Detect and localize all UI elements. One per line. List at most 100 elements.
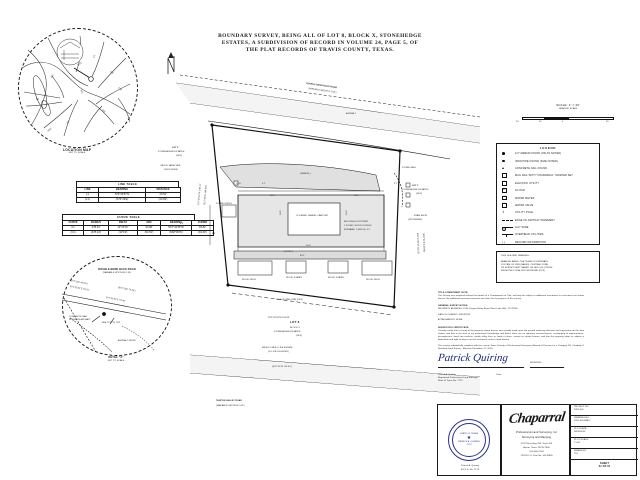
lot-right-owner: RYAN IRION: [414, 215, 428, 217]
svg-text:SITE: SITE: [77, 61, 83, 67]
lot-left-doc: (2023-24368): [164, 169, 178, 171]
legend-item-rebar: 1/2" REBAR FOUND (OR AS NOTED): [497, 150, 599, 157]
north-arrow: [160, 50, 182, 81]
table-row: (C1) (478.44') (11°19') (94.54') (N68°06…: [62, 229, 214, 236]
dim-24-0-a: 24.0': [346, 210, 348, 215]
graphic-scale-label: GRAPHIC SCALE: [558, 107, 578, 110]
stone-wall-label: STONE WALL: [402, 167, 417, 169]
legend-label-utility-pole: UTILITY POLE: [515, 211, 534, 215]
table-header-row: CURVE RADIUS DELTA ARC BEARING CHORD: [62, 219, 214, 226]
plan-drawing: DOUBLE BEND BACK ROAD (VARIABLE WIDTH R.…: [150, 55, 480, 415]
attachments-row: ATTACHMENTS: NONE: [438, 319, 584, 322]
grid-note-panel: THIS IS A GRID DRAWING. BEARING BASIS: T…: [496, 251, 600, 283]
detail-a-caption-sub: NOT TO SCALE: [107, 360, 125, 362]
svg-text:DR: DR: [101, 109, 106, 114]
legend-item-electric: ELECTRIC UTILITY: [497, 180, 599, 187]
legend-title: LEGEND: [539, 146, 557, 150]
grid-note-line-1: THIS IS A GRID DRAWING.: [501, 255, 530, 257]
road-bottom-sublabel: (VARIABLE WIDTH R.O.W.): [216, 405, 245, 407]
legend-item-overhead-utilities: OVERHEAD UTILITIES: [497, 231, 599, 238]
triangle-icon: [502, 167, 515, 170]
legend-panel: LEGEND 1/2" REBAR FOUND (OR AS NOTED) IR…: [496, 143, 600, 245]
dim-9-3: 9.3': [212, 233, 216, 235]
field-sheet: SHEET 01 OF 01: [571, 460, 638, 477]
surveyor-title: Registered Professional Land Surveyor: [438, 376, 478, 379]
dim-24-5: 24.5': [280, 210, 282, 215]
svg-text:CIR: CIR: [117, 87, 122, 92]
location-map-sublabel: NOT TO SCALE: [68, 152, 86, 155]
seal-caption-2: R.P.L.S. No. 7173: [460, 469, 480, 472]
detail-asphalt-label: ASPHALT DRIVE: [118, 340, 136, 342]
curve-table-grid: CURVE RADIUS DELTA ARC BEARING CHORD C1 …: [62, 219, 214, 236]
location-map: SITE RD LN DR DR RD LK TRL CIR WAY LOCAT…: [18, 28, 138, 154]
property-address-row: PROPERTY ADDRESS: 1204 Yaupon Valley Roa…: [438, 308, 584, 311]
field-project-no: PROJECT NO. 2281-001: [571, 405, 638, 416]
lot-main-label: LOT 8: [290, 320, 300, 324]
legend-item-record-info: ( ) RECORD INFORMATION: [497, 239, 599, 246]
lot-main-vol: (24/5): [296, 335, 303, 337]
certificate-heading: SURVEYOR'S CERTIFICATE:: [438, 327, 470, 330]
curve-table-r1c0: (C1): [62, 229, 84, 236]
sheet-value: 01 OF 01: [598, 465, 611, 469]
legend-label-iron-pipe: IRON PIPE FOUND (SIZE NOTED): [515, 159, 558, 163]
east-bearing-record: (N17°24'E 148.00'): [422, 233, 425, 253]
legend-item-iron-pipe: IRON PIPE FOUND (SIZE NOTED): [497, 157, 599, 164]
legend-item-utility-pole: ⚘ UTILITY POLE: [497, 209, 599, 216]
svg-text:RD: RD: [66, 120, 70, 125]
electric-box-icon: [502, 180, 515, 186]
road-bottom-label: TAUPON VALLEY ROAD: [216, 400, 243, 402]
line-table-grid: LINE BEARING DISTANCE L1 S73°43'57"E 20.…: [76, 186, 181, 203]
curve-table-r1c5: (94.39'): [191, 229, 214, 236]
line-table: LINE TABLE LINE BEARING DISTANCE L1 S73°…: [76, 181, 181, 203]
dim-33-0: 33.0': [270, 195, 275, 197]
legend-label-water-meter: WATER METER: [515, 196, 535, 200]
field-drawing-no-label: DRAWING NO.: [574, 417, 590, 419]
scale-bar: [522, 117, 614, 120]
legend-label-mag-nail: MAG NAIL WITH "CHAPARRAL" WASHER SET: [515, 174, 573, 178]
seal-number: 7173: [466, 444, 472, 446]
line-table-r1c2: (20.69'): [145, 196, 181, 203]
company-firm: T.B.P.E.L.S. Firm No. 10134905: [520, 455, 553, 457]
svg-text:RD: RD: [50, 74, 54, 79]
svg-text:WAY: WAY: [47, 127, 53, 133]
wood-stairs-label-1: WOOD STAIRS: [286, 277, 302, 279]
graphic-scale: SCALE: 1" = 20' GRAPHIC SCALE 20 10 0 20: [508, 103, 628, 123]
curve-table-caption: CURVE TABLE: [62, 214, 195, 220]
field-plot-scale: PLOT SCALE: 1"=20': [571, 438, 638, 449]
legend-label-water-valve: WATER VALVE: [515, 203, 534, 207]
legend-label-electric: ELECTRIC UTILITY: [515, 181, 540, 185]
legend-item-asphalt-edge: EDGE OF ASPHALT PAVEMENT: [497, 217, 599, 224]
line-table-r1c0: (L1): [76, 196, 99, 203]
scale-text: SCALE: 1" = 20': [556, 103, 580, 107]
svg-text:LN: LN: [92, 54, 96, 58]
title-line-1: BOUNDARY SURVEY, BEING ALL OF LOT 8, BLO…: [218, 33, 422, 39]
attachments-label: ATTACHMENTS:: [438, 319, 456, 322]
detail-a-inset: DOUBLE BEND BACK ROAD (VARIABLE WIDTH R.…: [62, 256, 174, 362]
building-note-2: 1 STORY, WOOD DUPLEX: [344, 225, 372, 227]
legend-item-mag-nail: MAG NAIL WITH "CHAPARRAL" WASHER SET: [497, 172, 599, 179]
detail-a-caption: DETAIL "A": [108, 356, 124, 359]
grid-note-line-5: FROM THE LOCAL RTK NETWORK (PPS): [501, 269, 545, 272]
lot-left-owner: CALLIE JANSCHKE: [160, 165, 181, 167]
scale-tick-3: 20: [606, 121, 609, 123]
surveyor-name-row: Patrick A. Quiring Date: [438, 374, 584, 377]
legend-item-water-meter: WATER METER: [497, 194, 599, 201]
lot-left-label: LOT 9: [172, 147, 179, 149]
surveyor-name: Patrick A. Quiring: [438, 373, 456, 376]
scale-tick-1: 10: [539, 121, 542, 123]
seal-caption-1: Patrick A. Quiring: [461, 465, 479, 468]
dim-24-0-b: 24.0': [306, 245, 311, 247]
general-notes-heading: GENERAL SURVEY NOTES:: [438, 304, 469, 307]
wood-stairs-label-2: WOOD STAIRS: [328, 277, 344, 279]
company-cell: Chaparral Professional Land Surveying, I…: [501, 404, 570, 476]
scale-tick-2: 0: [562, 121, 564, 123]
company-logo: Chaparral: [507, 410, 566, 427]
line-table-caption: LINE TABLE: [76, 181, 179, 187]
legend-item-ac-pad: AC PAD: [497, 187, 599, 194]
signature-area: Patrick Quiring 08/30/2025: [437, 352, 584, 374]
overhead-utility-icon: [502, 234, 515, 238]
parenthesis-icon: ( ): [502, 240, 506, 244]
page-title: BOUNDARY SURVEY, BEING ALL OF LOT 8, BLO…: [170, 33, 470, 55]
building-note-1: BUILDING FOOTPRINT: [344, 221, 369, 223]
title-line-2: ESTATES, A SUBDIVISION OF RECORD IN VOLU…: [221, 40, 419, 47]
